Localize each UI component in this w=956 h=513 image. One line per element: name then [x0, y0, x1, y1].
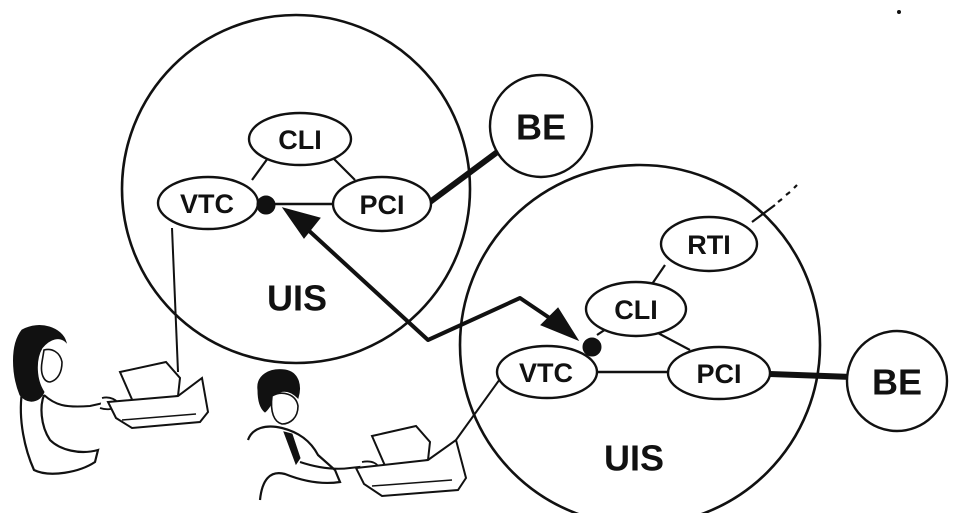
right-uis-system: UIS RTI CLI VTC PCI BE: [455, 163, 949, 513]
scan-speck: [897, 10, 901, 14]
left-vtc-terminal-link: [171, 227, 179, 373]
man-tie: [283, 431, 301, 466]
right-terminal-keys: [371, 479, 453, 487]
arrowhead-right: [540, 307, 580, 342]
woman-at-terminal-icon: [13, 325, 210, 475]
right-be-node: [845, 329, 949, 433]
left-terminal-keys: [121, 413, 197, 421]
right-pci-node: [666, 345, 772, 401]
man-body: [246, 425, 342, 501]
man-hair: [257, 369, 300, 413]
right-terminal-screen: [370, 424, 432, 470]
right-vtc-label: VTC: [519, 358, 573, 388]
right-uis-boundary: [458, 163, 822, 513]
connection-arrow-path: [304, 226, 562, 342]
left-cli-label: CLI: [278, 125, 322, 155]
right-cli-pci-link: [655, 331, 691, 351]
bidirectional-arrow-icon: [281, 207, 580, 342]
right-pci-be-link: [769, 371, 853, 380]
right-vtc-port-dot: [582, 337, 602, 357]
right-rti-outbound-link: [751, 204, 776, 223]
left-vtc-port-dot: [256, 195, 276, 215]
woman-body: [19, 391, 100, 475]
right-pci-label: PCI: [696, 359, 741, 389]
right-vtc-node: [495, 344, 599, 400]
left-uis-boundary: [120, 13, 472, 365]
left-cli-vtc-link: [251, 157, 269, 181]
right-be-label: BE: [872, 362, 922, 403]
left-uis-label: UIS: [267, 278, 327, 319]
left-be-label: BE: [516, 107, 566, 148]
left-terminal-screen: [118, 360, 182, 406]
woman-arm: [43, 394, 109, 408]
left-cli-pci-link: [332, 157, 356, 181]
right-terminal-keyboard: [354, 438, 468, 498]
left-pci-be-link: [428, 147, 502, 205]
man-at-terminal-icon: [246, 369, 468, 501]
left-be-node: [488, 73, 594, 179]
man-face: [270, 392, 299, 425]
right-uis-label: UIS: [604, 438, 664, 479]
left-pci-node: [331, 175, 433, 233]
woman-hair: [13, 325, 68, 402]
right-rti-node: [659, 215, 759, 273]
arrowhead-left: [281, 207, 321, 239]
left-uis-system: UIS CLI VTC PCI BE: [120, 13, 594, 373]
left-vtc-label: VTC: [180, 189, 234, 219]
right-cli-node: [584, 280, 688, 338]
left-pci-label: PCI: [359, 190, 404, 220]
right-vtc-terminal-link: [455, 371, 506, 441]
right-cli-label: CLI: [614, 295, 658, 325]
right-rti-continuation-dots: [777, 184, 798, 203]
woman-face: [40, 348, 63, 383]
left-cli-node: [247, 111, 353, 167]
man-arm: [299, 461, 369, 470]
right-rti-label: RTI: [687, 230, 731, 260]
